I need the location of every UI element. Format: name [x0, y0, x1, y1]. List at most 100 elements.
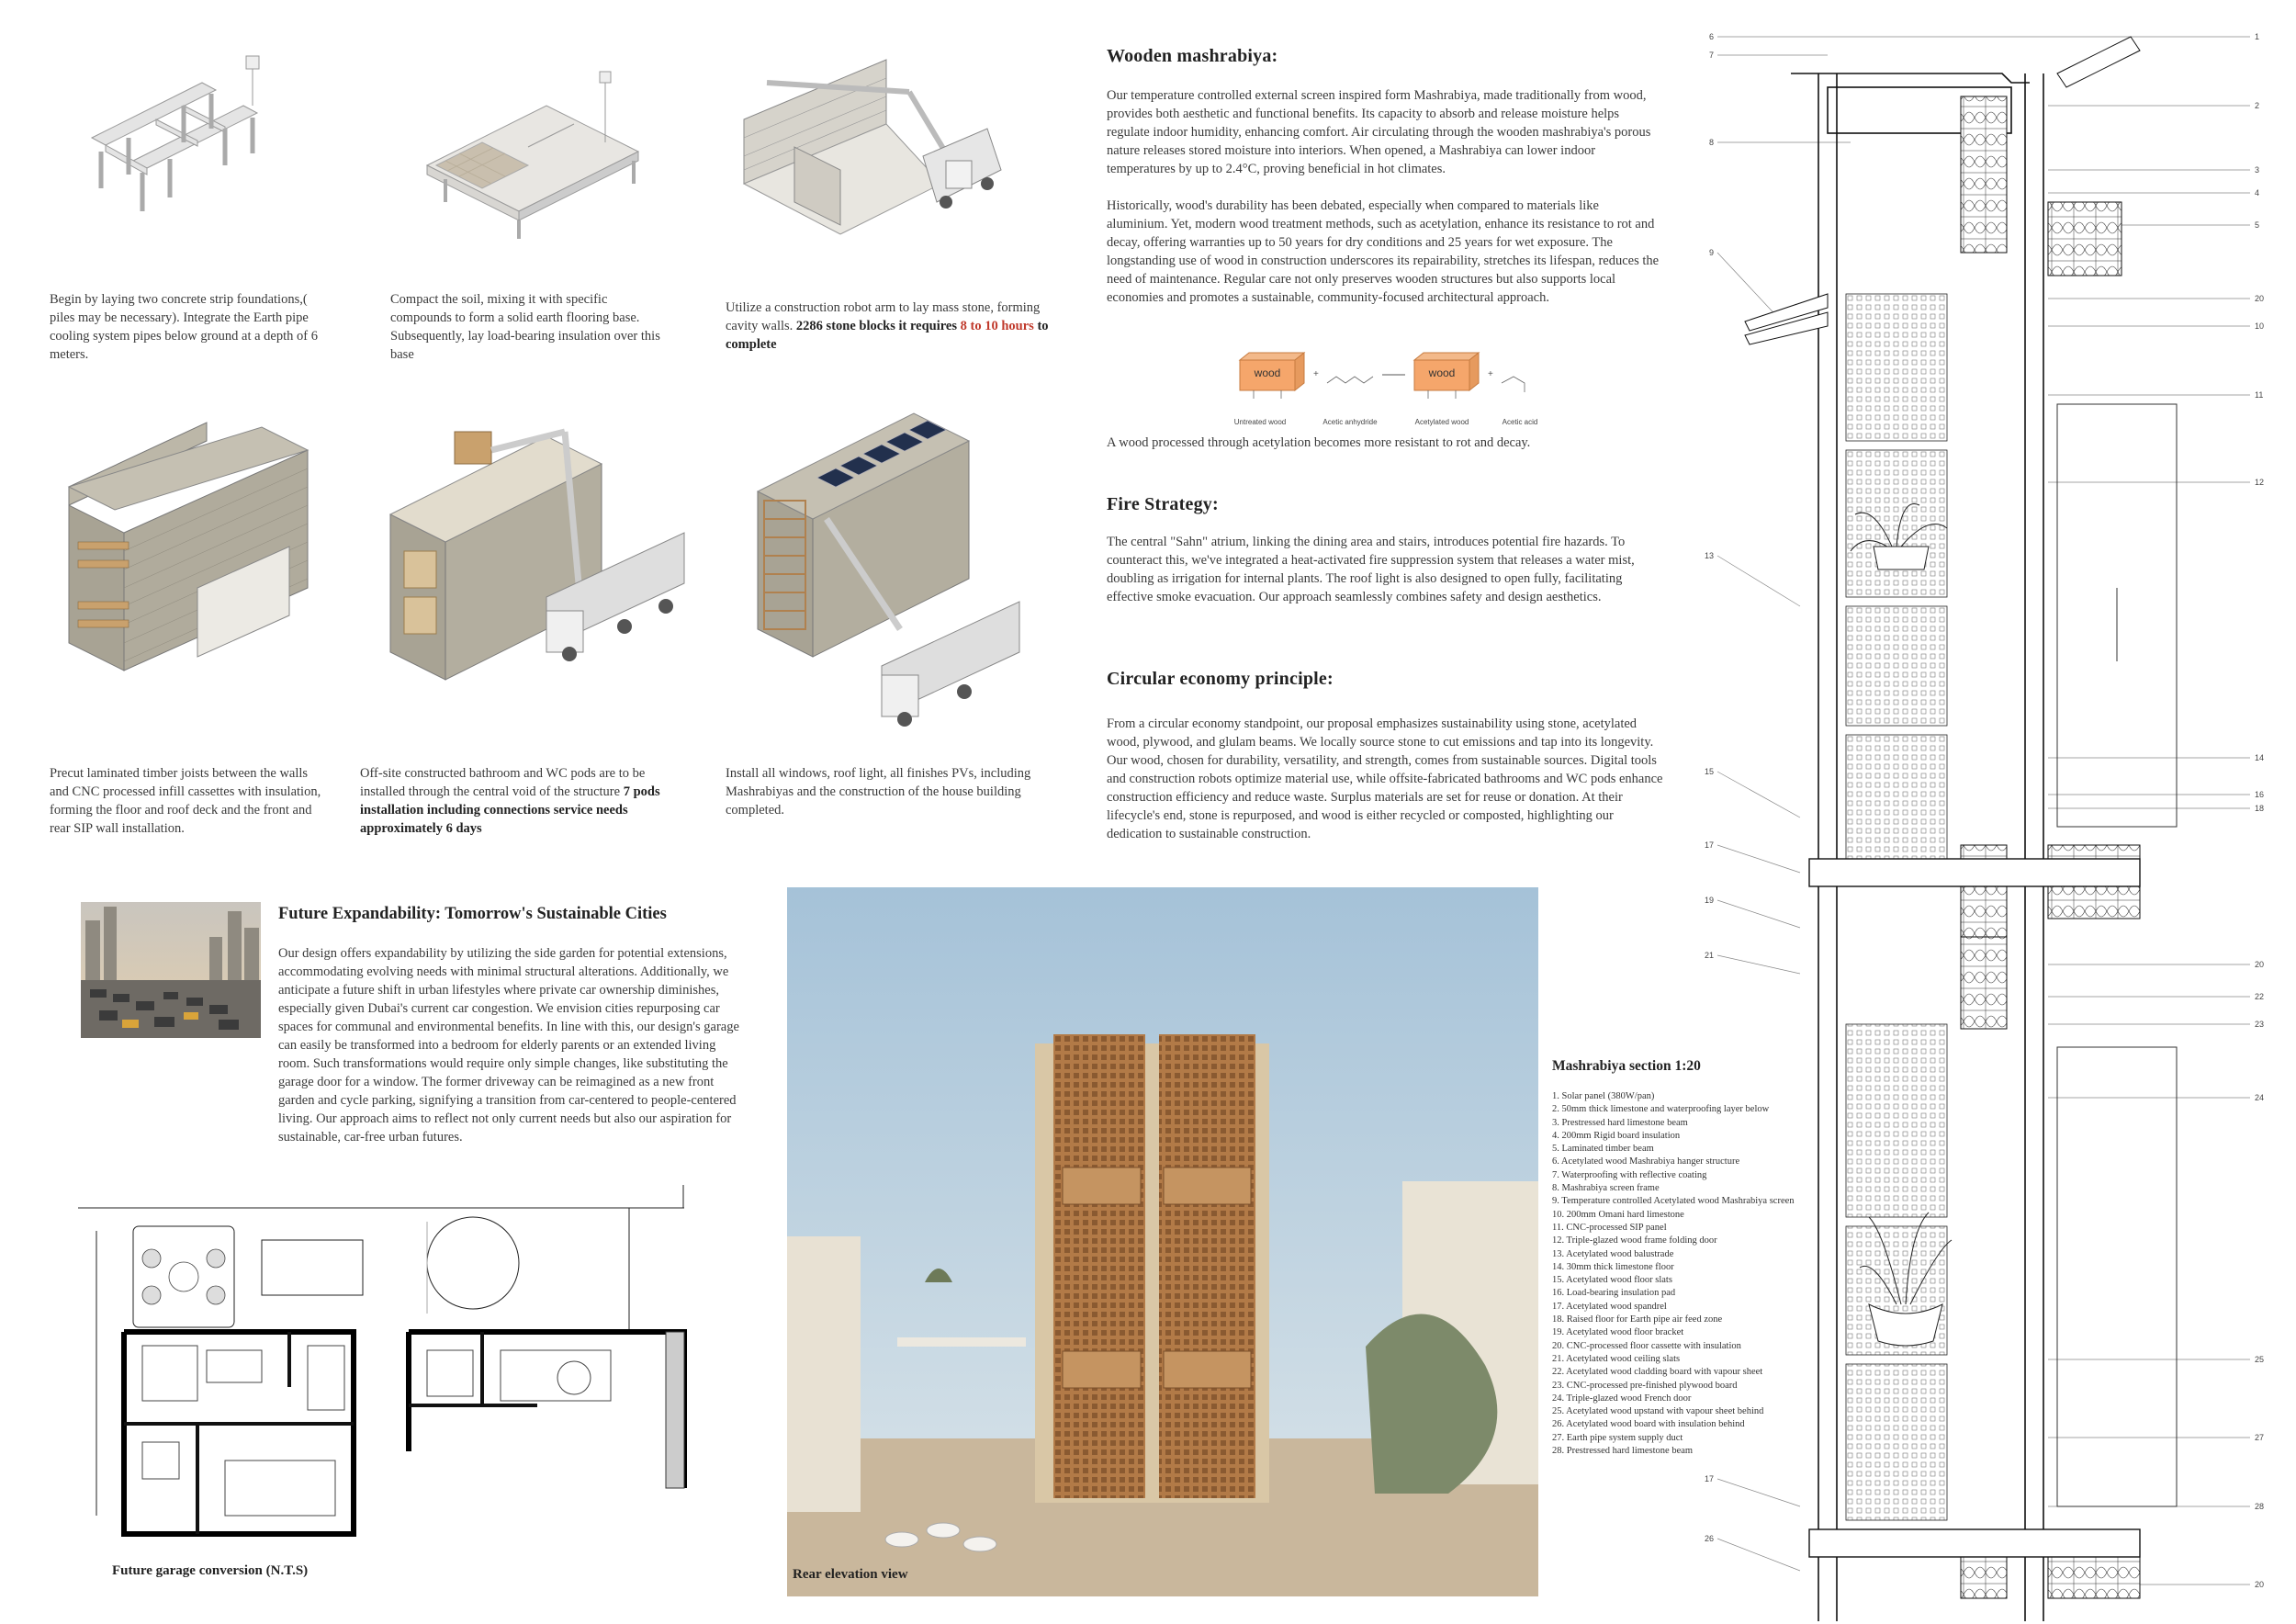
- step-3-caption-highlight: 8 to 10 hours: [960, 319, 1034, 333]
- legend-item: 19. Acetylated wood floor bracket: [1552, 1327, 1684, 1338]
- legend-item: 11. CNC-processed SIP panel: [1552, 1222, 1667, 1233]
- section-title: Mashrabiya section 1:20: [1552, 1058, 1701, 1074]
- step-1-illustration: [90, 55, 260, 211]
- legend-item: 18. Raised floor for Earth pipe air feed…: [1552, 1314, 1723, 1325]
- legend-item: 21. Acetylated wood ceiling slats: [1552, 1353, 1681, 1364]
- legend-item: 22. Acetylated wood cladding board with …: [1552, 1367, 1763, 1378]
- section-number: 8: [1709, 138, 1714, 147]
- section-number: 14: [2255, 753, 2264, 762]
- section-number: 3: [2255, 165, 2259, 175]
- legend-item: 15. Acetylated wood floor slats: [1552, 1275, 1672, 1286]
- step-6-illustration: [756, 412, 1020, 727]
- legend-item: 1. Solar panel (380W/pan): [1552, 1091, 1655, 1101]
- mashrabiya-title: Wooden mashrabiya:: [1107, 46, 1278, 66]
- section-number: 24: [2255, 1093, 2264, 1102]
- acetylated-wood-label: Acetylated wood: [1415, 418, 1469, 426]
- garage-conversion-plan: [78, 1185, 687, 1537]
- section-number: 28: [2255, 1502, 2264, 1511]
- legend-item: 5. Laminated timber beam: [1552, 1144, 1654, 1155]
- legend-item: 16. Load-bearing insulation pad: [1552, 1288, 1676, 1299]
- acetylated-wood-block: wood: [1412, 351, 1480, 392]
- legend-item: 3. Prestressed hard limestone beam: [1552, 1117, 1688, 1128]
- step-4-illustration: [67, 422, 310, 671]
- step-5-caption-text: Off-site constructed bathroom and WC pod…: [360, 766, 646, 799]
- wood-label-1: wood: [1254, 367, 1281, 379]
- untreated-wood-block: wood: [1238, 351, 1306, 392]
- section-number: 20: [2255, 1580, 2264, 1589]
- section-number: 19: [1705, 896, 1714, 905]
- step-4-caption: Precut laminated timber joists between t…: [50, 766, 321, 836]
- section-number: 4: [2255, 188, 2259, 197]
- section-number: 2: [2255, 101, 2259, 110]
- circular-title: Circular economy principle:: [1107, 669, 1334, 689]
- legend-item: 10. 200mm Omani hard limestone: [1552, 1209, 1684, 1220]
- section-number: 17: [1705, 840, 1714, 850]
- legend-item: 28. Prestressed hard limestone beam: [1552, 1446, 1694, 1457]
- section-number: 10: [2255, 321, 2264, 331]
- legend-item: 9. Temperature controlled Acetylated woo…: [1552, 1196, 1795, 1207]
- step-6-caption: Install all windows, roof light, all fin…: [726, 766, 1031, 818]
- section-number: 11: [2255, 390, 2263, 400]
- fire-text: The central "Sahn" atrium, linking the d…: [1107, 535, 1635, 604]
- wood-label-2: wood: [1428, 367, 1456, 379]
- svg-text:+: +: [1313, 369, 1319, 379]
- legend-item: 20. CNC-processed floor cassette with in…: [1552, 1340, 1741, 1351]
- legend-item: 24. Triple-glazed wood French door: [1552, 1393, 1692, 1404]
- section-number: 20: [2255, 960, 2264, 969]
- step-3-caption-end: to complete: [726, 319, 1049, 352]
- legend-item: 14. 30mm thick limestone floor: [1552, 1261, 1674, 1272]
- section-number: 5: [2255, 220, 2259, 230]
- section-number: 17: [1705, 1474, 1714, 1483]
- legend-item: 8. Mashrabiya screen frame: [1552, 1183, 1660, 1194]
- section-legend: 1. Solar panel (380W/pan) 2. 50mm thick …: [1552, 1090, 1828, 1458]
- legend-item: 4. 200mm Rigid board insulation: [1552, 1130, 1681, 1141]
- legend-item: 23. CNC-processed pre-finished plywood b…: [1552, 1380, 1738, 1391]
- section-number: 13: [1705, 551, 1714, 560]
- section-number: 15: [1705, 767, 1714, 776]
- step-2-illustration: [425, 71, 640, 239]
- acetylation-diagram: wood + wood + Untreated wood Acetic anhy…: [1234, 351, 1538, 426]
- mashrabiya-paragraph-1: Our temperature controlled external scre…: [1107, 88, 1651, 176]
- mashrabiya-section-drawing: 1 2 3 4 5 20 10 11 12 14 16 18 20 22 23 …: [1705, 32, 2264, 1621]
- step-3-caption-text: Utilize a construction robot arm to lay …: [726, 300, 1041, 333]
- section-number: 1: [2255, 32, 2259, 41]
- acetylation-caption: A wood processed through acetylation bec…: [1107, 435, 1531, 450]
- section-number: 18: [2255, 804, 2264, 813]
- section-number: 26: [1705, 1534, 1714, 1543]
- rear-elevation-render: [787, 887, 1538, 1596]
- step-2-caption: Compact the soil, mixing it with specifi…: [390, 292, 660, 362]
- legend-item: 27. Earth pipe system supply duct: [1552, 1432, 1683, 1443]
- section-number: 7: [1709, 51, 1714, 60]
- section-number: 21: [1705, 951, 1714, 960]
- fire-title: Fire Strategy:: [1107, 494, 1219, 514]
- legend-item: 6. Acetylated wood Mashrabiya hanger str…: [1552, 1156, 1740, 1167]
- step-1-caption: Begin by laying two concrete strip found…: [50, 292, 318, 362]
- section-number: 27: [2255, 1433, 2264, 1442]
- step-3-caption: Utilize a construction robot arm to lay …: [726, 299, 1052, 354]
- step-5-caption-bold: 7 pods installation including connection…: [360, 784, 660, 836]
- legend-item: 7. Waterproofing with reflective coating: [1552, 1169, 1707, 1180]
- circular-text: From a circular economy standpoint, our …: [1107, 716, 1663, 841]
- plan-caption: Future garage conversion (N.T.S): [112, 1563, 309, 1578]
- section-number: 9: [1709, 248, 1714, 257]
- future-title: Future Expandability: Tomorrow's Sustain…: [278, 905, 667, 923]
- render-caption: Rear elevation view: [793, 1567, 908, 1582]
- traffic-photo: [81, 902, 261, 1038]
- mashrabiya-paragraph-2: Historically, wood's durability has been…: [1107, 198, 1660, 305]
- section-number: 6: [1709, 32, 1714, 41]
- svg-text:+: +: [1488, 369, 1493, 379]
- step-5-caption: Off-site constructed bathroom and WC pod…: [360, 764, 686, 838]
- legend-item: 2. 50mm thick limestone and waterproofin…: [1552, 1104, 1770, 1115]
- acetic-acid-label: Acetic acid: [1503, 418, 1538, 426]
- section-number: 22: [2255, 992, 2264, 1001]
- acetic-anhydride-label: Acetic anhydride: [1322, 418, 1378, 426]
- future-text: Our design offers expandability by utili…: [278, 946, 739, 1145]
- legend-item: 26. Acetylated wood board with insulatio…: [1552, 1419, 1745, 1430]
- section-number: 12: [2255, 478, 2264, 487]
- legend-item: 12. Triple-glazed wood frame folding doo…: [1552, 1235, 1717, 1246]
- section-number: 16: [2255, 790, 2264, 799]
- step-3-illustration: [742, 59, 1002, 235]
- legend-item: 25. Acetylated wood upstand with vapour …: [1552, 1406, 1764, 1417]
- untreated-wood-label: Untreated wood: [1234, 418, 1286, 426]
- step-3-caption-bold: 2286 stone blocks it requires: [795, 319, 961, 333]
